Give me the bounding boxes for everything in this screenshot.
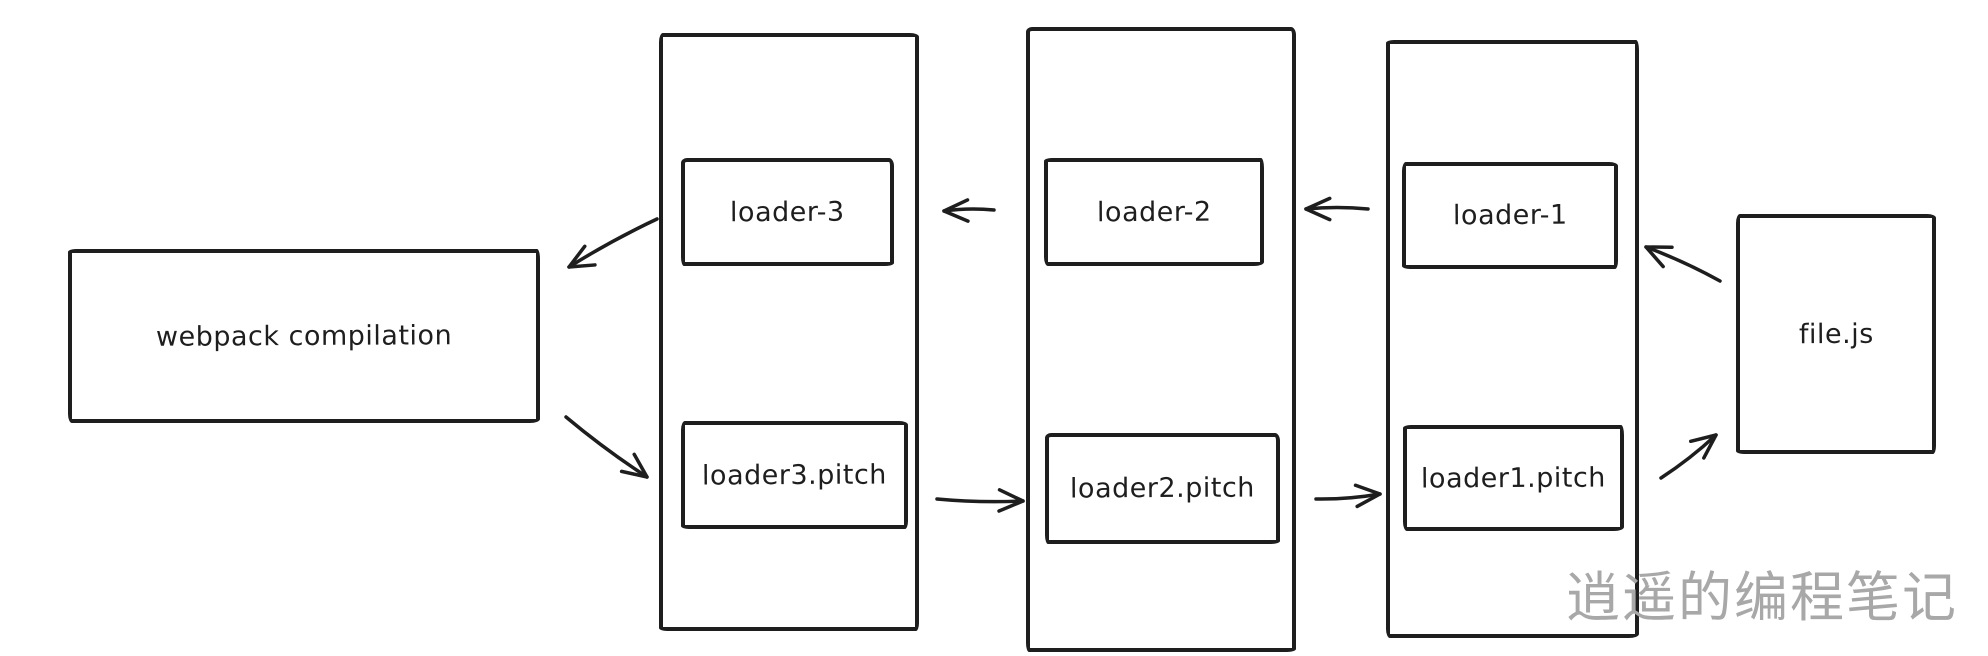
node-webpack-compilation: webpack compilation xyxy=(68,249,540,423)
node-loader-1: loader-1 xyxy=(1402,162,1618,269)
arrow-loader1-to-loader2 xyxy=(1304,196,1370,222)
loader-3-label: loader-3 xyxy=(730,196,845,228)
arrow-loader2-to-loader3 xyxy=(942,198,996,223)
arrow-loader1pitch-to-file xyxy=(1659,433,1718,480)
node-loader3-pitch: loader3.pitch xyxy=(681,421,908,529)
arrow-loader3-to-webpack xyxy=(567,217,659,269)
file-js-label: file.js xyxy=(1798,318,1874,350)
loader2-container xyxy=(1026,27,1296,652)
node-loader2-pitch: loader2.pitch xyxy=(1045,433,1280,544)
node-file-js: file.js xyxy=(1736,214,1936,454)
arrow-file-to-loader1 xyxy=(1644,245,1722,283)
loader-1-label: loader-1 xyxy=(1452,199,1568,232)
loader3-container xyxy=(659,33,919,631)
arrow-loader2pitch-to-loader1pitch xyxy=(1314,483,1382,509)
loader3-pitch-label: loader3.pitch xyxy=(701,459,888,491)
webpack-compilation-label: webpack compilation xyxy=(155,319,453,353)
node-loader-2: loader-2 xyxy=(1044,158,1264,266)
node-loader-3: loader-3 xyxy=(681,158,894,266)
loader-2-label: loader-2 xyxy=(1096,196,1212,228)
loader1-container xyxy=(1386,40,1639,638)
arrow-webpack-to-loader3pitch xyxy=(564,415,649,479)
arrow-loader3pitch-to-loader2pitch xyxy=(935,488,1025,513)
node-loader1-pitch: loader1.pitch xyxy=(1403,425,1624,531)
loader1-pitch-label: loader1.pitch xyxy=(1420,462,1607,494)
watermark-text: 逍遥的编程笔记 xyxy=(1566,566,1958,629)
loader2-pitch-label: loader2.pitch xyxy=(1069,472,1256,505)
